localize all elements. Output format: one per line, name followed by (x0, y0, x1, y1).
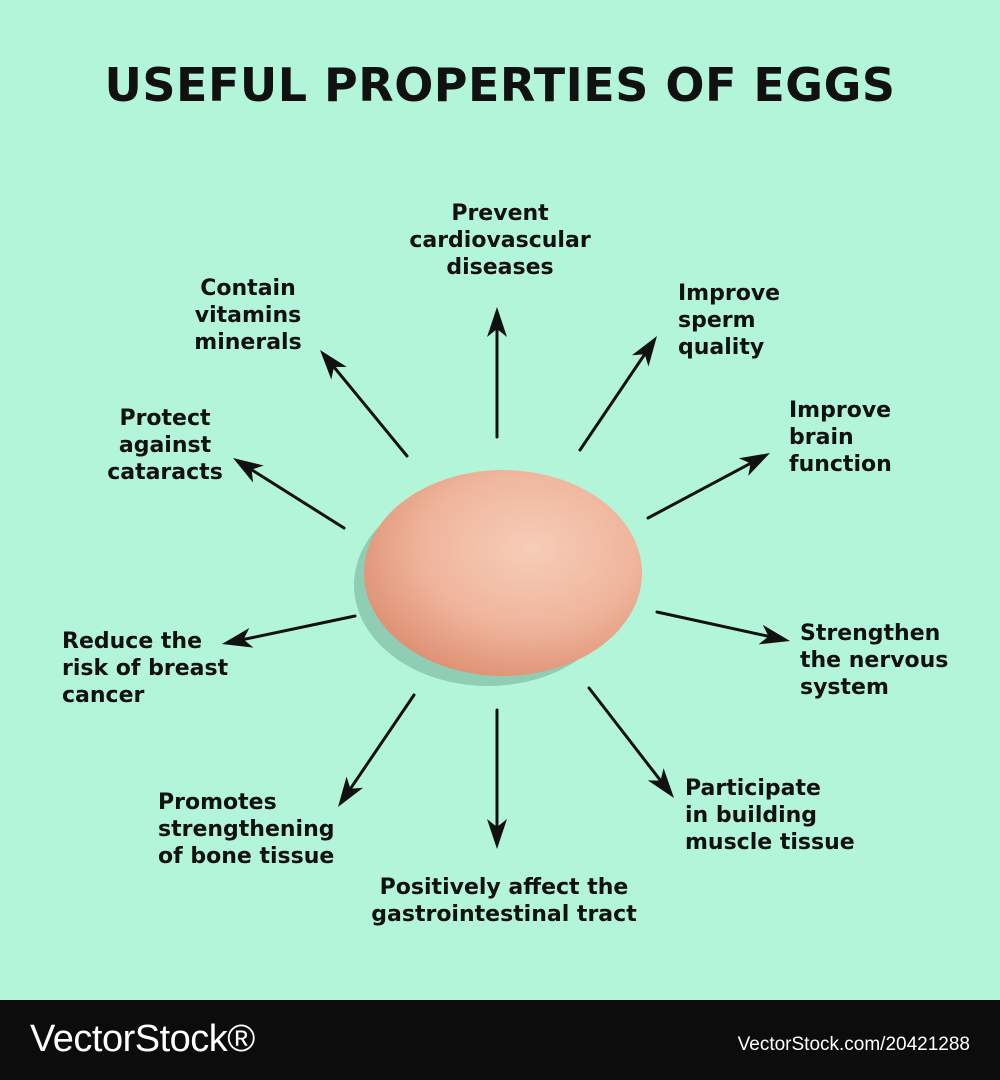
property-nervous: Strengthen the nervous system (800, 621, 949, 700)
page-title: USEFUL PROPERTIES OF EGGS (104, 58, 896, 112)
arrow-brain (646, 453, 770, 520)
property-vitamins: Contain vitamins minerals (194, 276, 302, 355)
property-cardiovascular: Prevent cardiovascular diseases (409, 201, 591, 280)
arrow-sperm (578, 336, 657, 452)
arrow-gastro (487, 708, 507, 849)
arrow-shaft (242, 614, 357, 641)
arrow-shaft (646, 461, 753, 520)
property-brain: Improve brain function (789, 398, 892, 477)
property-cataracts: Protect against cataracts (107, 406, 223, 485)
property-muscle: Participate in building muscle tissue (685, 776, 855, 855)
arrow-head (647, 768, 674, 798)
arrow-shaft (348, 693, 416, 791)
property-breast-cancer: Reduce the risk of breast cancer (62, 629, 229, 708)
arrow-muscle (587, 686, 674, 798)
arrow-head (758, 624, 790, 645)
arrow-shaft (332, 365, 409, 458)
watermark-bar: VectorStock® VectorStock.com/20421288 (0, 1000, 1000, 1080)
watermark-brand: VectorStock® (30, 1018, 255, 1060)
arrow-shaft (250, 468, 346, 530)
arrow-cataracts (233, 458, 346, 530)
property-sperm: Improve sperm quality (678, 281, 781, 360)
arrow-head (233, 458, 264, 483)
arrow-head (738, 453, 770, 476)
arrow-nervous (655, 610, 790, 645)
arrow-head (338, 776, 364, 807)
arrow-breast-cancer (222, 614, 357, 648)
arrow-bone (338, 693, 416, 807)
egg-shell (364, 470, 642, 676)
egg-icon (354, 470, 642, 686)
property-gastro: Positively affect the gastrointestinal t… (371, 875, 637, 927)
watermark-id: VectorStock.com/20421288 (737, 1034, 970, 1055)
arrow-head (631, 336, 657, 367)
arrow-shaft (587, 686, 663, 783)
arrow-cardiovascular (487, 307, 507, 439)
arrow-vitamins (320, 350, 409, 458)
property-bone: Promotes strengthening of bone tissue (158, 790, 335, 869)
arrow-head (222, 628, 254, 648)
arrow-head (320, 350, 347, 380)
arrow-head (487, 819, 507, 849)
arrow-head (487, 307, 507, 337)
infographic-canvas: USEFUL PROPERTIES OF EGGS Prevent cardio… (0, 0, 1000, 1000)
arrow-shaft (655, 610, 771, 638)
arrow-shaft (578, 352, 647, 452)
arrow-diagram (222, 307, 790, 849)
